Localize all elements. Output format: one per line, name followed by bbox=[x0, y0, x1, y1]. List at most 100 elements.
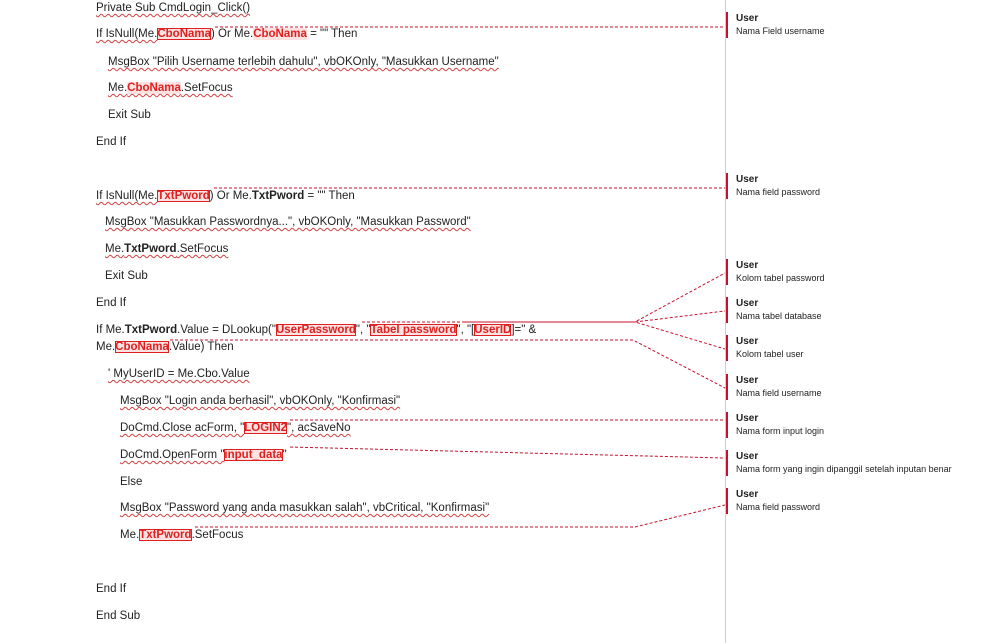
connector-9 bbox=[195, 504, 726, 528]
code-line-end-sub: End Sub bbox=[96, 609, 140, 623]
comment-balloon[interactable]: User Nama form input login bbox=[726, 412, 824, 438]
highlight-txtpword: TxtPword bbox=[157, 190, 210, 202]
code-line-else: Else bbox=[120, 475, 142, 489]
code-line-docmd-close: DoCmd.Close acForm, "LOGIN2", acSaveNo bbox=[120, 421, 351, 435]
code-text: MsgBox "Masukkan Passwordnya...", vbOKOn… bbox=[105, 216, 471, 228]
highlight-txtpword: TxtPword bbox=[124, 324, 178, 336]
connector-4 bbox=[465, 310, 726, 323]
highlight-input-data: input_data bbox=[224, 449, 283, 461]
code-line-msgbox-wrong: MsgBox "Password yang anda masukkan sala… bbox=[120, 501, 489, 515]
code-line-end-if: End If bbox=[96, 135, 126, 149]
highlight-userid: UserID bbox=[474, 324, 512, 336]
code-text: Me. bbox=[108, 82, 128, 94]
highlight-cbonama: CboNama bbox=[127, 82, 181, 94]
code-text: If IsNull(Me. bbox=[96, 28, 158, 40]
connector-8 bbox=[289, 446, 726, 459]
comment-text: Nama form input login bbox=[736, 426, 825, 436]
comment-text: Kolom tabel password bbox=[736, 273, 825, 283]
comment-balloon[interactable]: User Nama Field username bbox=[726, 12, 825, 38]
code-text: Exit Sub bbox=[108, 109, 151, 121]
code-text: = "" Then bbox=[306, 28, 358, 40]
code-text: ' MyUserID = Me.Cbo.Value bbox=[108, 368, 250, 380]
code-text: Me. bbox=[105, 243, 125, 255]
code-text: Else bbox=[120, 476, 143, 488]
comment-text: Nama field username bbox=[736, 388, 822, 398]
code-text: .SetFocus bbox=[176, 243, 229, 255]
code-line-setfocus-txtpword: Me.TxtPword.SetFocus bbox=[105, 242, 228, 256]
code-line-end-if-3: End If bbox=[96, 582, 126, 596]
code-text: If IsNull(Me. bbox=[96, 190, 158, 202]
code-text: .SetFocus bbox=[191, 529, 244, 541]
code-line-if-txtpword: If IsNull(Me.TxtPword) Or Me.TxtPword = … bbox=[96, 189, 355, 203]
comment-text: Nama form yang ingin dipanggil setelah i… bbox=[736, 464, 952, 474]
code-text: Me. bbox=[96, 341, 116, 353]
code-line-dlookup-cont: Me.CboNama.Value) Then bbox=[96, 340, 234, 354]
code-text: " bbox=[282, 449, 287, 461]
highlight-txtpword: TxtPword bbox=[139, 529, 192, 541]
code-text: MsgBox "Login anda berhasil", vbOKOnly, … bbox=[120, 395, 401, 407]
code-text: End If bbox=[96, 583, 127, 595]
comment-balloon[interactable]: User Nama field password bbox=[726, 488, 820, 514]
code-text: ) Or Me. bbox=[209, 190, 252, 202]
code-text: Me. bbox=[120, 529, 140, 541]
highlight-cbonama: CboNama bbox=[115, 341, 169, 353]
comment-text: Nama Field username bbox=[736, 26, 825, 36]
comment-text: Nama field password bbox=[736, 502, 821, 512]
code-text: ", " bbox=[355, 324, 371, 336]
comment-author: User bbox=[736, 375, 759, 386]
code-line-msgbox-success: MsgBox "Login anda berhasil", vbOKOnly, … bbox=[120, 394, 400, 408]
code-text: ", acSaveNo bbox=[287, 422, 351, 434]
connector-5 bbox=[522, 321, 726, 350]
code-line-docmd-openform: DoCmd.OpenForm "input_data" bbox=[120, 448, 287, 462]
comment-text: Nama tabel database bbox=[736, 311, 822, 321]
code-line-comment-myuserid: ' MyUserID = Me.Cbo.Value bbox=[108, 367, 250, 381]
comment-balloon[interactable]: User Nama field password bbox=[726, 173, 820, 199]
connector-3 bbox=[362, 272, 726, 323]
code-text: MsgBox "Password yang anda masukkan sala… bbox=[120, 502, 490, 514]
comment-author: User bbox=[736, 413, 759, 424]
comment-author: User bbox=[736, 260, 759, 271]
comment-author: User bbox=[736, 298, 759, 309]
comment-text: Kolom tabel user bbox=[736, 349, 804, 359]
code-text: Private Sub CmdLogin_Click() bbox=[96, 2, 251, 14]
code-line-sub-declaration: Private Sub CmdLogin_Click() bbox=[96, 1, 250, 15]
highlight-cbonama: CboNama bbox=[157, 28, 212, 40]
code-text: End Sub bbox=[96, 610, 141, 622]
comment-balloon[interactable]: User Kolom tabel user bbox=[726, 335, 804, 361]
code-text: End If bbox=[96, 136, 127, 148]
code-text: ) Or Me. bbox=[211, 28, 254, 40]
code-line-msgbox-password: MsgBox "Masukkan Passwordnya...", vbOKOn… bbox=[105, 215, 471, 229]
code-text: ]=" & bbox=[511, 324, 537, 336]
code-line-exit-sub-2: Exit Sub bbox=[105, 269, 148, 283]
comment-balloon[interactable]: User Nama field username bbox=[726, 374, 822, 400]
comment-author: User bbox=[736, 336, 759, 347]
highlight-cbonama: CboNama bbox=[253, 28, 307, 40]
comment-balloon[interactable]: User Nama tabel database bbox=[726, 297, 822, 323]
code-line-setfocus-cbonama: Me.CboNama.SetFocus bbox=[108, 81, 233, 95]
code-text: MsgBox "Pilih Username terlebih dahulu",… bbox=[108, 56, 499, 68]
code-line-if-cbonama: If IsNull(Me.CboNama) Or Me.CboNama = ""… bbox=[96, 27, 357, 41]
highlight-userpassword: UserPassword bbox=[275, 324, 356, 336]
code-text: ", "[ bbox=[456, 324, 475, 336]
comment-text: Nama field password bbox=[736, 187, 821, 197]
comment-author: User bbox=[736, 489, 759, 500]
code-text: .Value = DLookup(" bbox=[177, 324, 276, 336]
code-text: = "" Then bbox=[304, 190, 355, 202]
comment-author: User bbox=[736, 451, 759, 462]
code-line-setfocus-txtpword-2: Me.TxtPword.SetFocus bbox=[120, 528, 243, 542]
code-text: DoCmd.OpenForm " bbox=[120, 449, 225, 461]
code-line-msgbox-username: MsgBox "Pilih Username terlebih dahulu",… bbox=[108, 55, 499, 69]
comment-author: User bbox=[736, 174, 759, 185]
comment-balloon[interactable]: User Kolom tabel password bbox=[726, 259, 825, 285]
code-text: .SetFocus bbox=[180, 82, 233, 94]
highlight-tabel-password: Tabel password bbox=[370, 324, 457, 336]
code-text: End If bbox=[96, 297, 127, 309]
comment-balloon[interactable]: User Nama form yang ingin dipanggil sete… bbox=[726, 450, 952, 476]
code-line-end-if-2: End If bbox=[96, 296, 126, 310]
code-line-if-dlookup: If Me.TxtPword.Value = DLookup("UserPass… bbox=[96, 323, 536, 337]
code-line-exit-sub: Exit Sub bbox=[108, 108, 151, 122]
highlight-login2: LOGIN2 bbox=[244, 422, 288, 434]
connector-6 bbox=[170, 339, 726, 389]
code-text: DoCmd.Close acForm, " bbox=[120, 422, 245, 434]
